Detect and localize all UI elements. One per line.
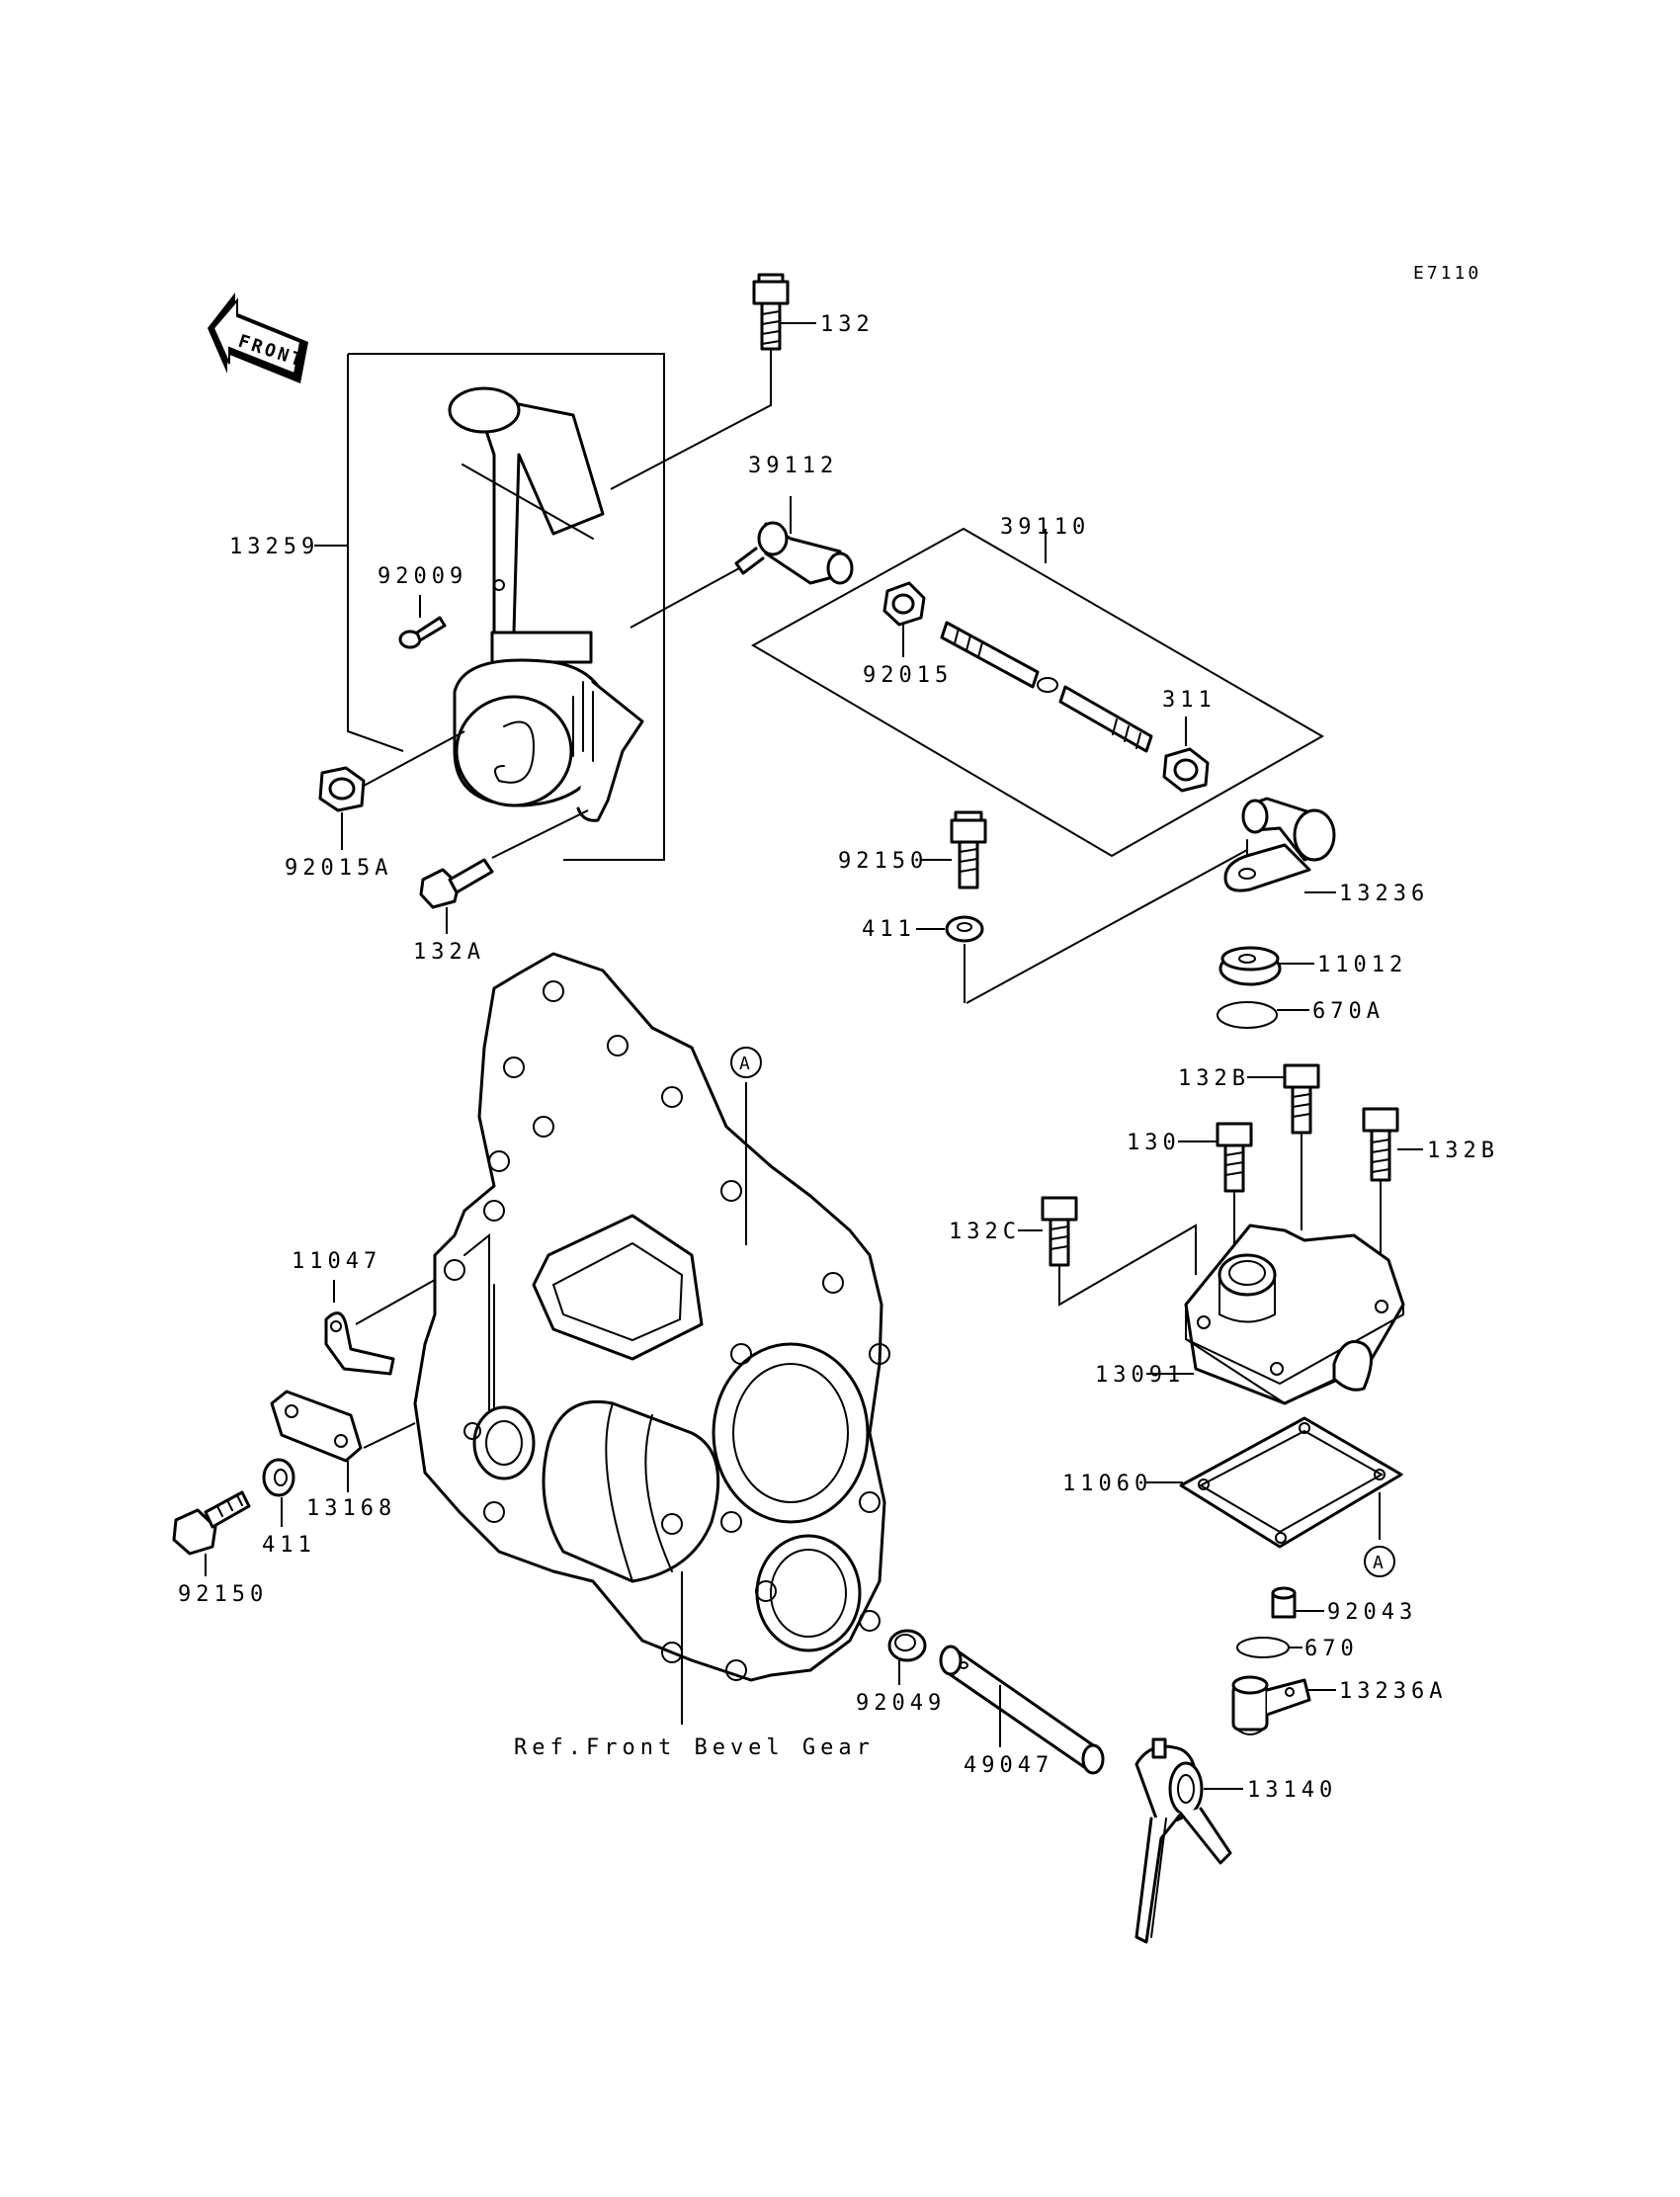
label-11047: 11047	[292, 1249, 381, 1274]
bolt-132-icon	[752, 273, 790, 351]
bolt-132B-right-icon	[1362, 1107, 1399, 1182]
lever-13236-icon	[1223, 797, 1336, 892]
bushing-92049-icon	[887, 1629, 927, 1662]
svg-text:A: A	[739, 1054, 753, 1074]
dowel-92043-icon	[1271, 1586, 1297, 1619]
label-39110: 39110	[1000, 515, 1090, 540]
shaft-49047-icon	[939, 1645, 1105, 1775]
bolt-92150-bottom-icon	[172, 1490, 251, 1556]
shift-fork-13140-icon	[1134, 1737, 1232, 1944]
plate-13168-icon	[270, 1390, 363, 1463]
lever-13236A-icon	[1231, 1675, 1311, 1735]
label-132A: 132A	[413, 940, 485, 965]
label-311: 311	[1162, 688, 1217, 713]
gear-case-body	[413, 952, 890, 1682]
rod-311-icon	[940, 621, 1153, 753]
label-39112: 39112	[748, 454, 838, 478]
nut-92015A-icon	[318, 766, 366, 812]
label-92015: 92015	[863, 663, 953, 688]
label-92150-bottom: 92150	[178, 1582, 268, 1607]
ref-circle-A-right-icon: A	[1364, 1546, 1395, 1577]
bolt-92150-top-icon	[950, 810, 987, 889]
gasket-11060-icon	[1179, 1416, 1403, 1549]
label-411-top: 411	[862, 917, 916, 942]
rod-assembly-box	[750, 527, 1325, 858]
label-92043: 92043	[1327, 1600, 1417, 1625]
bolt-132C-icon	[1041, 1196, 1078, 1267]
label-130: 130	[1127, 1131, 1181, 1155]
washer-411-bottom-icon	[262, 1458, 295, 1497]
label-11012: 11012	[1317, 953, 1407, 977]
bolt-130-icon	[1216, 1122, 1253, 1193]
label-92150-top: 92150	[838, 849, 928, 874]
oring-670-icon	[1236, 1637, 1290, 1658]
nut-92015-icon	[882, 581, 926, 627]
label-92015A: 92015A	[285, 856, 392, 881]
label-13236A: 13236A	[1339, 1679, 1447, 1704]
label-13140: 13140	[1247, 1778, 1337, 1803]
ref-note: Ref.Front Bevel Gear	[514, 1735, 875, 1760]
label-13091: 13091	[1095, 1363, 1185, 1388]
label-132: 132	[820, 312, 875, 337]
label-11060: 11060	[1062, 1472, 1152, 1496]
clip-11047-icon	[324, 1311, 395, 1376]
label-132B-right: 132B	[1427, 1139, 1499, 1163]
ref-circle-A-left-icon: A	[730, 1047, 762, 1078]
label-13168: 13168	[306, 1496, 396, 1521]
bolt-132B-top-icon	[1283, 1063, 1320, 1135]
diagram-code: E7110	[1413, 263, 1481, 284]
washer-411-top-icon	[945, 915, 984, 943]
shift-lever-bracket	[347, 353, 665, 861]
label-132B-top: 132B	[1178, 1066, 1250, 1091]
label-92009: 92009	[378, 564, 467, 589]
label-92049: 92049	[856, 1691, 946, 1716]
label-13259: 13259	[229, 535, 319, 559]
nut-311-icon	[1162, 747, 1210, 793]
label-670: 670	[1304, 1637, 1359, 1661]
label-49047: 49047	[964, 1753, 1053, 1778]
front-arrow-icon: FRONT	[208, 293, 308, 383]
ball-joint-39112-icon	[734, 521, 854, 585]
grommet-11012-icon	[1218, 946, 1282, 986]
shift-cover-13091-icon	[1184, 1224, 1405, 1405]
bolt-132A-icon	[419, 858, 494, 909]
label-132C: 132C	[949, 1220, 1021, 1244]
shift-lever-part	[448, 386, 644, 822]
screw-92009-icon	[398, 616, 447, 649]
label-13236: 13236	[1339, 882, 1429, 906]
oring-670A-icon	[1217, 1001, 1278, 1029]
svg-text:A: A	[1373, 1553, 1386, 1573]
label-670A: 670A	[1312, 999, 1385, 1024]
label-411-bottom: 411	[262, 1533, 316, 1558]
